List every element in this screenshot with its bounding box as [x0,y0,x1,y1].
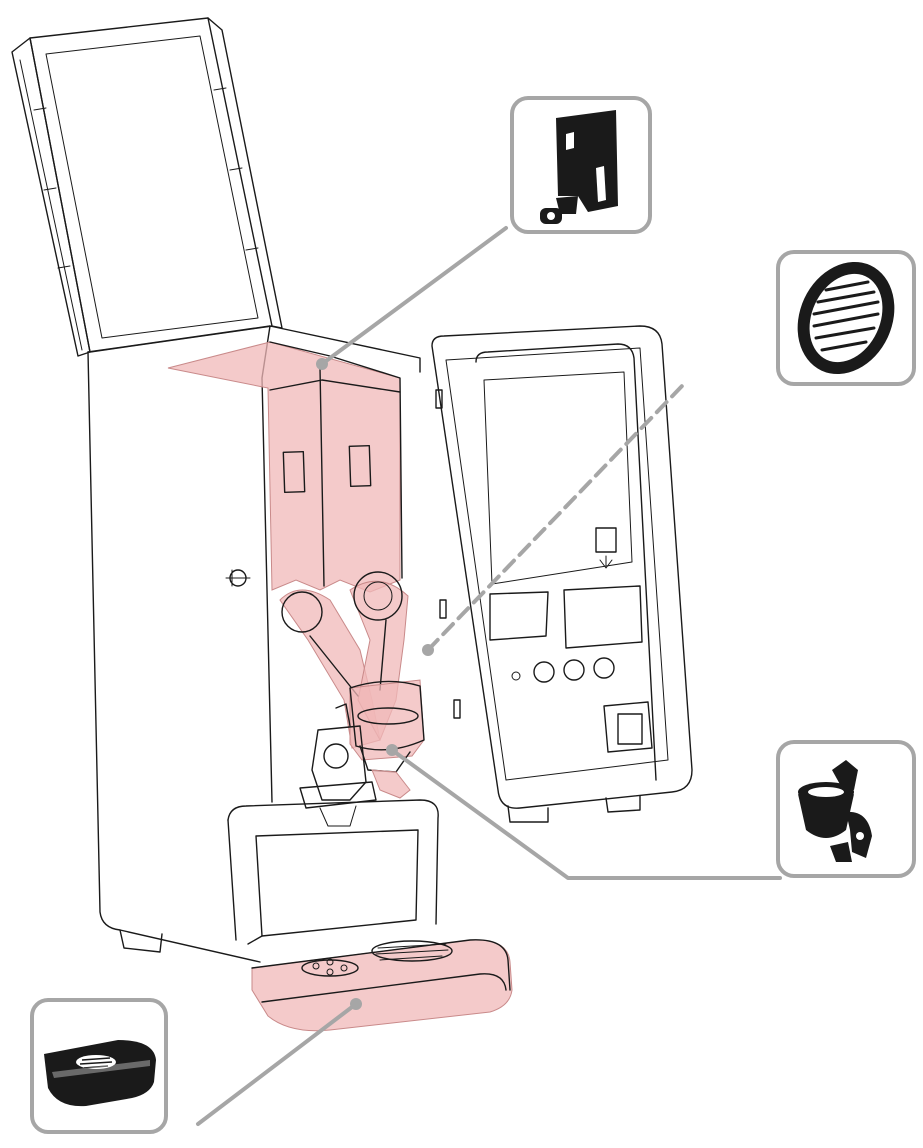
dispenser-head [299,703,377,827]
callout-bean-hopper [510,96,652,234]
filter-disc-icon [797,261,895,375]
drip-grid-icon [371,940,453,962]
leader-dot [422,644,434,656]
callout-drip-tray [30,998,168,1134]
front-panel [227,799,439,945]
arrow-label-icon [595,527,617,553]
leader-dot [350,998,362,1010]
mixing-bowl-icon [798,760,872,862]
bean-hoppers [167,341,403,593]
leader-dot [316,358,328,370]
bean-hopper-icon [540,110,618,224]
open-door [431,325,693,823]
callout-mixing-bowl [776,740,916,878]
machine-lid [11,17,283,357]
grinder-chutes [279,571,425,799]
drip-tray-icon [44,1040,156,1107]
callout-filter-disc [776,250,916,386]
leader-dot [386,744,398,756]
drip-tray [251,939,513,1032]
leader-lines [196,226,782,1126]
